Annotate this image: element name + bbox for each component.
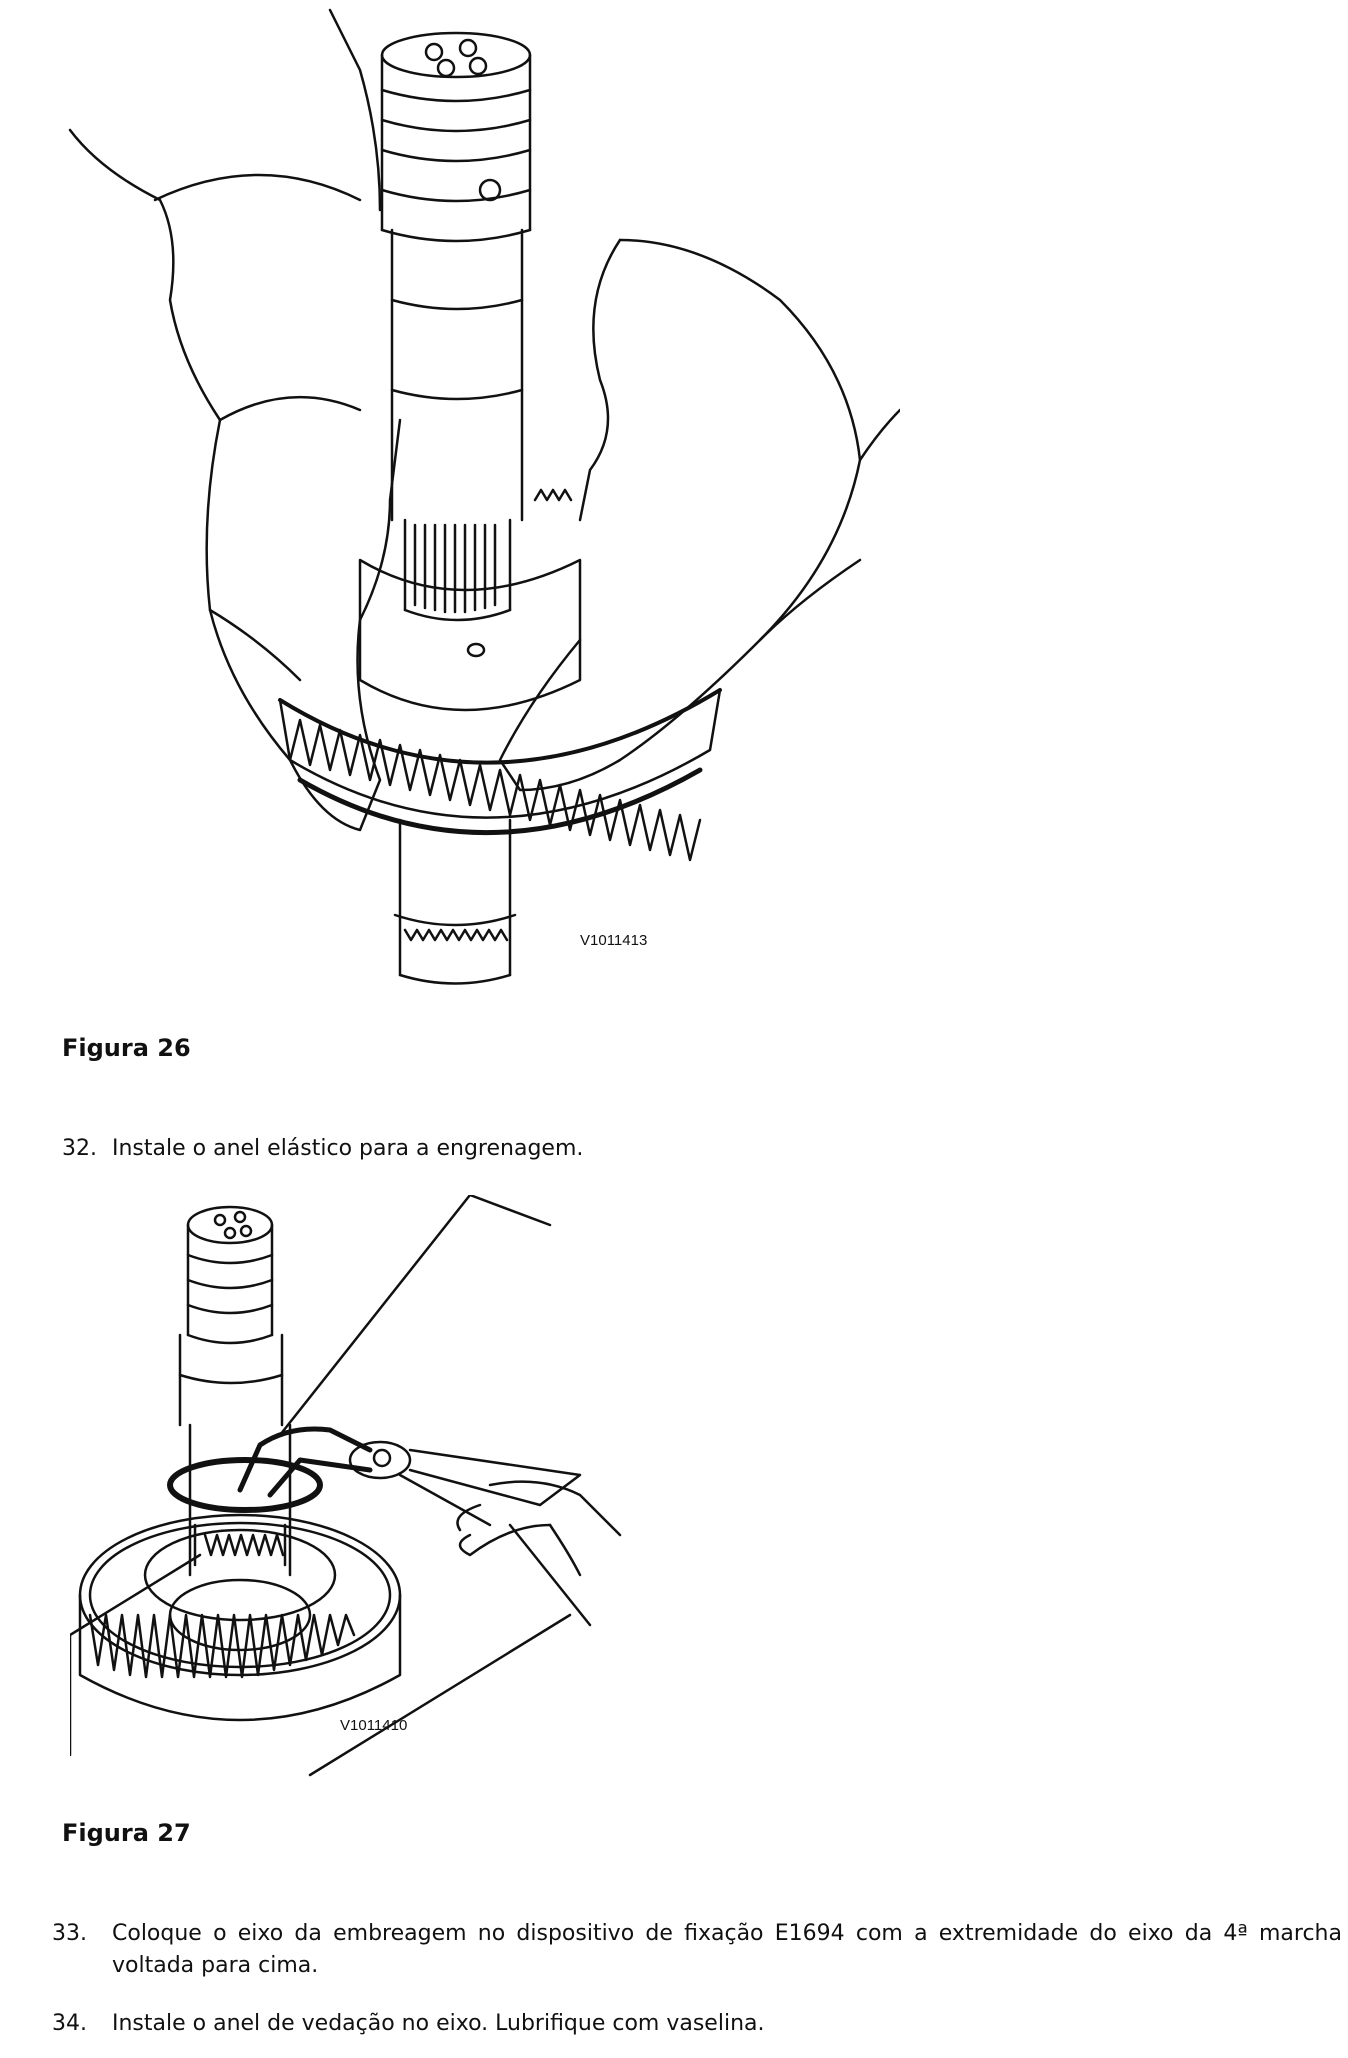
step-32-number: 32. [62,1136,97,1161]
shaft-gear-hands-drawing: V1011413 [68,8,900,985]
step-34-number: 34. [52,2011,87,2036]
figure-26-illustration: V1011413 [60,0,900,1000]
circlip-pliers-drawing: V1011410 [70,1195,622,1777]
figure-26-caption: Figura 26 [62,1034,191,1062]
figure-27-illustration: V1011410 [70,1195,670,1785]
figure-27-code: V1011410 [340,1717,407,1734]
step-33-text: Coloque o eixo da embreagem no dispositi… [112,1921,1342,1978]
step-32-text: Instale o anel elástico para a engrenage… [112,1136,584,1161]
step-34-text: Instale o anel de vedação no eixo. Lubri… [112,2011,765,2036]
figure-27-caption: Figura 27 [62,1819,191,1847]
figure-26-code: V1011413 [580,932,647,949]
step-33-number: 33. [52,1921,87,1946]
